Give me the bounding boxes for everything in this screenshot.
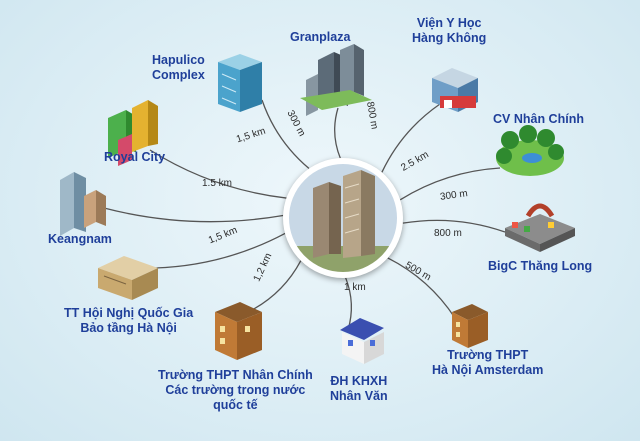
connector-line-bigc [402,219,506,233]
tower-building-icon [60,172,106,236]
connector-lines [103,99,506,331]
connector-line-vien-y-hoc [381,103,441,173]
connector-line-cv-nhan-chinh [399,167,501,201]
connector-line-granplaza [334,107,341,159]
market-building-icon [505,203,575,252]
hapulico-building-icon [218,54,262,112]
university-building-icon [340,318,384,364]
distance-label-dh-khxh: 1 km [344,282,366,293]
park-trees-icon [496,125,564,176]
school-building-icon [452,304,488,348]
granplaza-building-icon [300,44,372,116]
connector-line-royal-city [149,149,287,199]
connector-line-thpt-nhan-chinh [251,260,302,311]
place-label-royal-city: Royal City [104,150,166,164]
project-center-image [283,158,403,278]
place-label-bigc: BigC Thăng Long [488,259,593,273]
connector-line-thpt-amsterdam [387,257,456,319]
connector-line-hapulico [261,99,310,170]
royal-city-building-icon [108,100,158,166]
school-building-icon [215,302,262,360]
connector-line-keangnam [103,207,284,223]
project-tower-icon [285,160,401,276]
distance-label-bigc: 800 m [434,228,462,239]
convention-building-icon [98,256,158,300]
connector-line-tt-hoi-nghi [154,232,286,269]
place-label-granplaza: Granplaza [290,30,351,44]
distance-label-keangnam: 1.5 km [202,178,233,189]
place-label-cv-nhan-chinh: CV Nhân Chính [493,112,584,126]
place-label-keangnam: Keangnam [48,232,112,246]
hospital-building-icon [432,68,478,112]
